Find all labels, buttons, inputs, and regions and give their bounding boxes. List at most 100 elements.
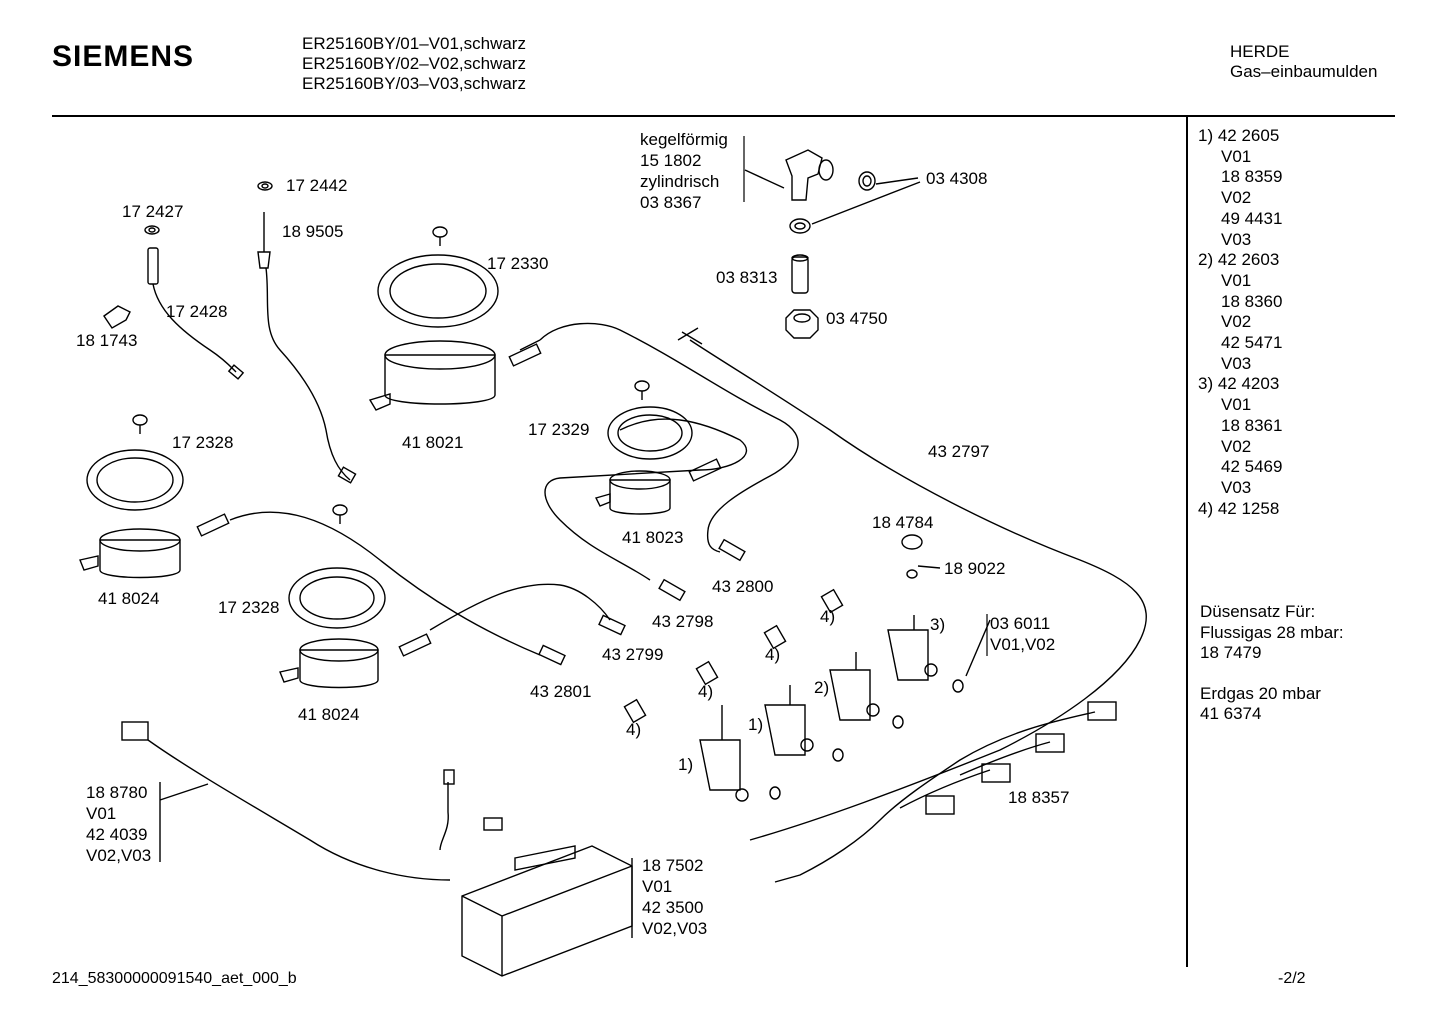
note-line: V01 [1221, 395, 1252, 415]
note-line: V02 [1221, 436, 1252, 456]
note-line: 1) 42 2605 [1198, 126, 1280, 145]
gas-valve-3 [887, 615, 938, 681]
nozzle-line: Düsensatz Für: [1200, 602, 1316, 621]
screw [634, 380, 650, 400]
burner-cup-418024-a [79, 528, 181, 579]
note-line: 18 8361 [1221, 415, 1283, 435]
variant-label: V02,V03 [642, 919, 707, 938]
leader-036011 [965, 619, 991, 677]
screw [132, 414, 148, 434]
part-number: 18 4784 [872, 513, 933, 532]
nozzle-set-info: Düsensatz Für: Flussigas 28 mbar: 18 747… [1200, 602, 1344, 725]
leader-034308 [811, 177, 921, 225]
part-number: 17 2427 [122, 202, 183, 221]
part-number: 03 8367 [640, 193, 701, 212]
gasket-172329-inner [617, 414, 683, 452]
connector [443, 769, 455, 785]
note-line: 3) 42 4203 [1198, 374, 1280, 394]
part-number: 18 1743 [76, 331, 137, 350]
burner-cup-418021 [368, 340, 496, 411]
part-number: 03 8313 [716, 268, 777, 287]
ref-marker: 4) [626, 720, 641, 739]
part-number: 43 2800 [712, 577, 773, 596]
gasket-172330-inner [389, 263, 487, 319]
part-number: 41 8024 [98, 589, 159, 608]
part-number: 03 6011 [990, 614, 1050, 633]
part-number: 43 2798 [652, 612, 713, 631]
model-list: ER25160BY/01–V01,schwarz ER25160BY/02–V0… [302, 34, 526, 94]
part-number: 18 8780 [86, 783, 147, 802]
note-line: V02 [1221, 188, 1252, 208]
washer-172427 [144, 225, 160, 235]
spring-189022 [906, 565, 941, 579]
gasket-172328-b-inner [299, 576, 375, 620]
part-number: 43 2801 [530, 682, 591, 701]
screw [332, 504, 348, 524]
variant-label: V01 [86, 804, 116, 823]
part-number: 03 4750 [826, 309, 887, 328]
note-line: 42 5471 [1221, 333, 1283, 353]
page-indicator: -2/2 [1278, 970, 1306, 987]
label-kegelfoermig: kegelförmig [640, 130, 728, 149]
cable-188780 [121, 721, 451, 881]
screw [432, 226, 448, 246]
note-line: 18 8359 [1221, 167, 1283, 187]
washer-172442 [257, 181, 273, 191]
part-number: 18 8357 [1008, 788, 1069, 807]
cap-184784 [901, 534, 923, 550]
part-number: 18 7502 [642, 856, 703, 875]
gas-pipe-432798 [544, 418, 748, 581]
ref-marker: 4) [765, 645, 780, 664]
note-line: V03 [1221, 353, 1252, 373]
adapter-038313 [791, 254, 809, 294]
washer-034308-a [858, 171, 876, 191]
part-number: 18 9022 [944, 559, 1005, 578]
variant-label: V02,V03 [86, 846, 151, 865]
note-line: V01 [1221, 270, 1252, 290]
model-line: ER25160BY/02–V02,schwarz [302, 54, 526, 73]
ref-marker: 1) [748, 715, 763, 734]
header-divider [52, 115, 1395, 117]
ref-marker: 2) [814, 678, 829, 697]
ref-marker: 4) [698, 682, 713, 701]
category: HERDE Gas–einbaumulden [1230, 42, 1377, 82]
part-number: 17 2442 [286, 176, 347, 195]
gasket-172330 [377, 254, 499, 328]
gas-valve-1a [699, 705, 749, 802]
document-code: 214_58300000091540_aet_000_b [52, 970, 297, 987]
ref-marker: 4) [820, 607, 835, 626]
leader-188780 [159, 782, 209, 862]
category-line: Gas–einbaumulden [1230, 62, 1378, 81]
gas-pipe-432799 [429, 583, 611, 631]
model-line: ER25160BY/01–V01,schwarz [302, 34, 526, 53]
elbow-connector [744, 149, 834, 201]
clip-181743 [103, 305, 131, 329]
label-zylindrisch: zylindrisch [640, 172, 719, 191]
note-line: 49 4431 [1221, 208, 1283, 228]
ref-marker: 1) [678, 755, 693, 774]
control-box-187502 [461, 845, 633, 977]
part-number: 17 2328 [172, 433, 233, 452]
category-line: HERDE [1230, 42, 1290, 61]
gasket-172328-a [86, 449, 184, 511]
part-variant-notes: 1) 42 2605 V01 18 8359 V02 49 4431 V03 2… [1198, 126, 1282, 519]
nozzle-line: 18 7479 [1200, 643, 1262, 662]
part-number: 17 2330 [487, 254, 548, 273]
gasket-172328-b [288, 567, 386, 629]
note-line: 2) 42 2603 [1198, 250, 1280, 270]
nozzle-4 [623, 588, 844, 724]
brand-logo: SIEMENS [52, 40, 195, 73]
pipe-fitting [196, 343, 746, 666]
gas-pipe-432801 [229, 511, 541, 656]
variant-label: V01,V02 [990, 635, 1055, 654]
gas-valve-1b [764, 685, 814, 756]
part-number: 03 4308 [926, 169, 987, 188]
gas-valve-2 [829, 652, 880, 721]
part-number: 41 8021 [402, 433, 463, 452]
part-number: 42 4039 [86, 825, 147, 844]
connector [483, 817, 503, 831]
gas-pipe-432797 [689, 339, 1147, 841]
ref-marker: 3) [930, 615, 945, 634]
model-line: ER25160BY/03–V03,schwarz [302, 74, 526, 93]
